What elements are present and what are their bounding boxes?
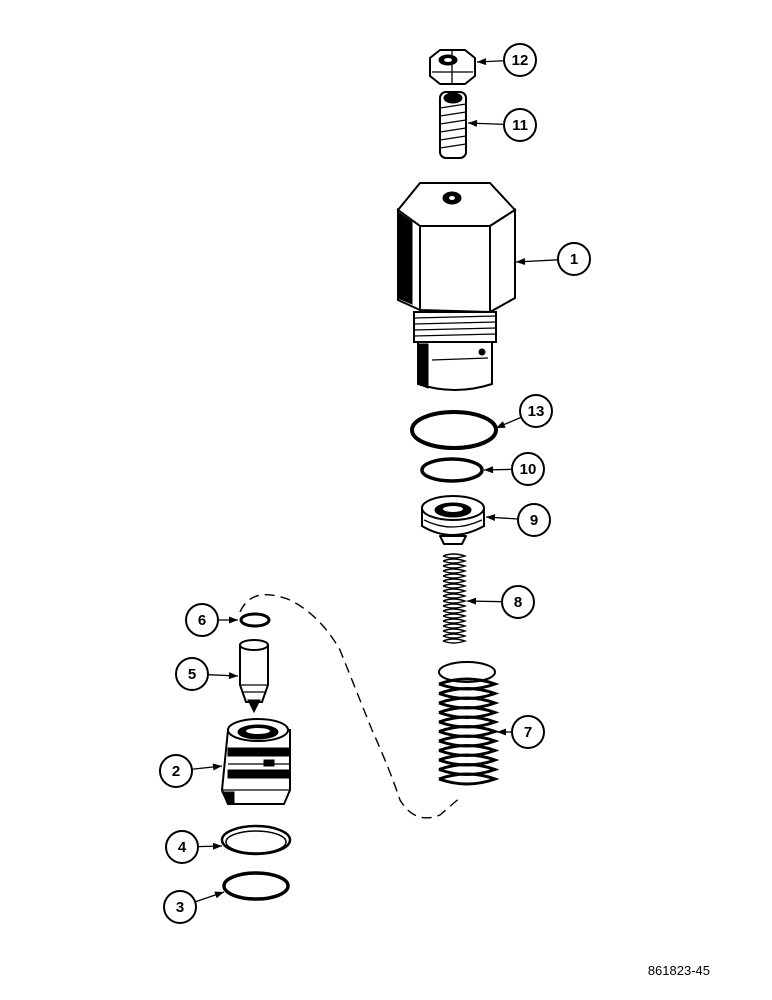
o-ring-large-part xyxy=(410,410,498,450)
callout-label: 4 xyxy=(178,839,187,856)
leader-arrowhead xyxy=(497,728,506,736)
callout-circle xyxy=(165,830,199,864)
valve-body-part xyxy=(396,182,517,391)
callout-11: 11 xyxy=(467,108,537,142)
callout-1: 1 xyxy=(515,242,591,276)
callout-6: 6 xyxy=(185,603,238,637)
nut-part xyxy=(429,49,476,85)
callout-circle xyxy=(503,43,537,77)
spring-seat-part xyxy=(421,495,485,545)
callout-circle xyxy=(163,890,197,924)
callout-label: 5 xyxy=(188,666,196,683)
leader-arrowhead xyxy=(477,58,487,66)
callout-label: 9 xyxy=(530,512,538,529)
callout-circle xyxy=(511,715,545,749)
callout-5: 5 xyxy=(175,657,239,691)
callout-label: 13 xyxy=(528,403,545,420)
o-ring-small-part xyxy=(420,457,484,483)
poppet-part xyxy=(239,639,269,714)
callout-circle xyxy=(557,242,591,276)
leader-arrowhead xyxy=(229,616,238,624)
leader-arrowhead xyxy=(516,258,526,266)
callout-label: 7 xyxy=(524,724,532,741)
seat-part xyxy=(220,718,291,805)
adjusting-screw-part xyxy=(439,91,467,159)
leader-arrowhead xyxy=(212,763,222,771)
callout-circle xyxy=(175,657,209,691)
callout-label: 12 xyxy=(512,52,529,69)
callout-label: 6 xyxy=(198,612,206,629)
callout-circle xyxy=(159,754,193,788)
drawing-reference-number: 861823-45 xyxy=(648,963,710,978)
inner-spring-part xyxy=(442,553,468,644)
callout-circle xyxy=(519,394,553,428)
callout-12: 12 xyxy=(476,43,537,77)
callout-circle xyxy=(503,108,537,142)
callout-9: 9 xyxy=(485,503,551,537)
callout-2: 2 xyxy=(159,754,223,788)
assembly-path-line xyxy=(239,593,463,819)
leader-arrowhead xyxy=(486,514,496,522)
callout-3: 3 xyxy=(163,890,225,924)
callout-13: 13 xyxy=(495,394,553,429)
leader-arrowhead xyxy=(214,891,224,899)
callout-circle xyxy=(511,452,545,486)
callout-label: 11 xyxy=(512,117,528,134)
callout-circle xyxy=(517,503,551,537)
callout-4: 4 xyxy=(165,830,223,864)
callout-label: 3 xyxy=(176,899,184,916)
o-ring-seat-part xyxy=(222,871,290,901)
callout-circle xyxy=(185,603,219,637)
callout-8: 8 xyxy=(466,585,535,619)
callout-label: 1 xyxy=(570,251,578,268)
o-ring-tiny-part xyxy=(239,612,271,628)
callout-10: 10 xyxy=(483,452,545,486)
leader-arrowhead xyxy=(484,466,494,474)
callout-label: 10 xyxy=(520,461,537,478)
callout-label: 2 xyxy=(172,763,180,780)
leader-arrowhead xyxy=(468,119,478,127)
leader-arrowhead xyxy=(212,842,222,850)
leader-arrowhead xyxy=(467,597,477,605)
leader-arrowhead xyxy=(496,421,506,428)
backup-ring-part xyxy=(220,824,292,856)
callout-label: 8 xyxy=(514,594,522,611)
callout-7: 7 xyxy=(497,715,545,749)
leader-arrowhead xyxy=(228,672,238,680)
outer-spring-part xyxy=(438,661,500,786)
callout-circle xyxy=(501,585,535,619)
